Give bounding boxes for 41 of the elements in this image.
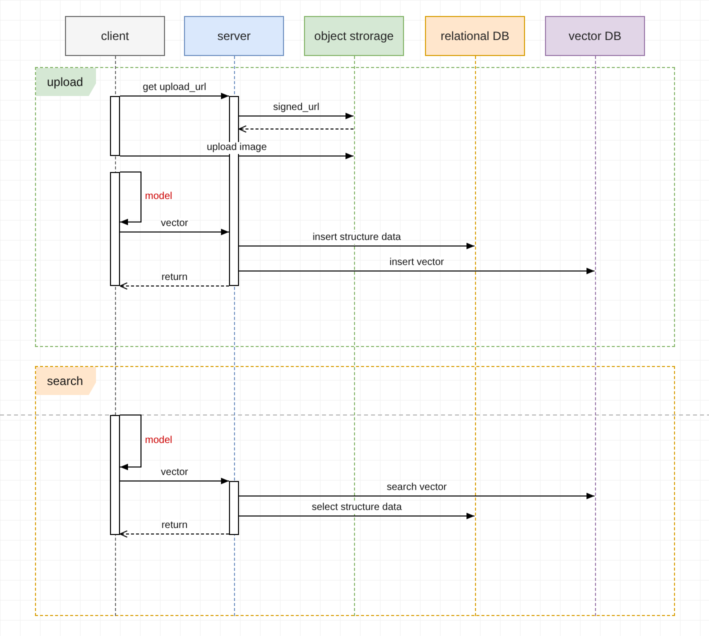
frame-label: search xyxy=(36,367,96,395)
participant-box: client xyxy=(65,16,165,56)
lifeline xyxy=(474,56,476,616)
message-arrow xyxy=(238,492,595,500)
edge-label: insert vector xyxy=(388,257,445,269)
message-arrow xyxy=(238,242,475,250)
message-arrow xyxy=(238,512,475,520)
participant-box: server xyxy=(184,16,284,56)
message-arrow xyxy=(120,152,354,160)
message-arrow xyxy=(120,530,230,538)
edge-label: vector xyxy=(160,467,190,479)
activation-bar xyxy=(229,481,239,535)
edge-label: insert structure data xyxy=(312,232,402,244)
activation-bar xyxy=(110,172,120,286)
message-arrow xyxy=(120,228,230,236)
participant-box: object strorage xyxy=(304,16,404,56)
message-arrow xyxy=(120,92,230,100)
frame-label: upload xyxy=(36,68,96,96)
message-arrow xyxy=(120,172,142,226)
message-arrow xyxy=(120,282,230,290)
edge-label: return xyxy=(160,272,189,284)
edge-label: model xyxy=(145,435,172,447)
edge-label: model xyxy=(145,191,172,203)
activation-bar xyxy=(110,96,120,156)
message-arrow xyxy=(120,478,230,484)
edge-label: return xyxy=(160,520,189,532)
message-arrow xyxy=(238,112,354,120)
edge-label: select structure data xyxy=(310,502,403,514)
activation-bar xyxy=(110,415,120,535)
edge-label: upload image xyxy=(206,142,268,154)
edge-label: get upload_url xyxy=(142,82,208,94)
lifeline xyxy=(594,56,596,616)
edge-label: vector xyxy=(160,218,190,230)
message-arrow xyxy=(238,268,595,274)
message-arrow xyxy=(120,414,142,470)
message-arrow xyxy=(238,125,354,133)
edge-label: search vector xyxy=(386,482,448,494)
participant-box: vector DB xyxy=(545,16,645,56)
participant-box: relational DB xyxy=(425,16,525,56)
edge-label: signed_url xyxy=(272,102,320,114)
lifeline xyxy=(114,56,116,616)
